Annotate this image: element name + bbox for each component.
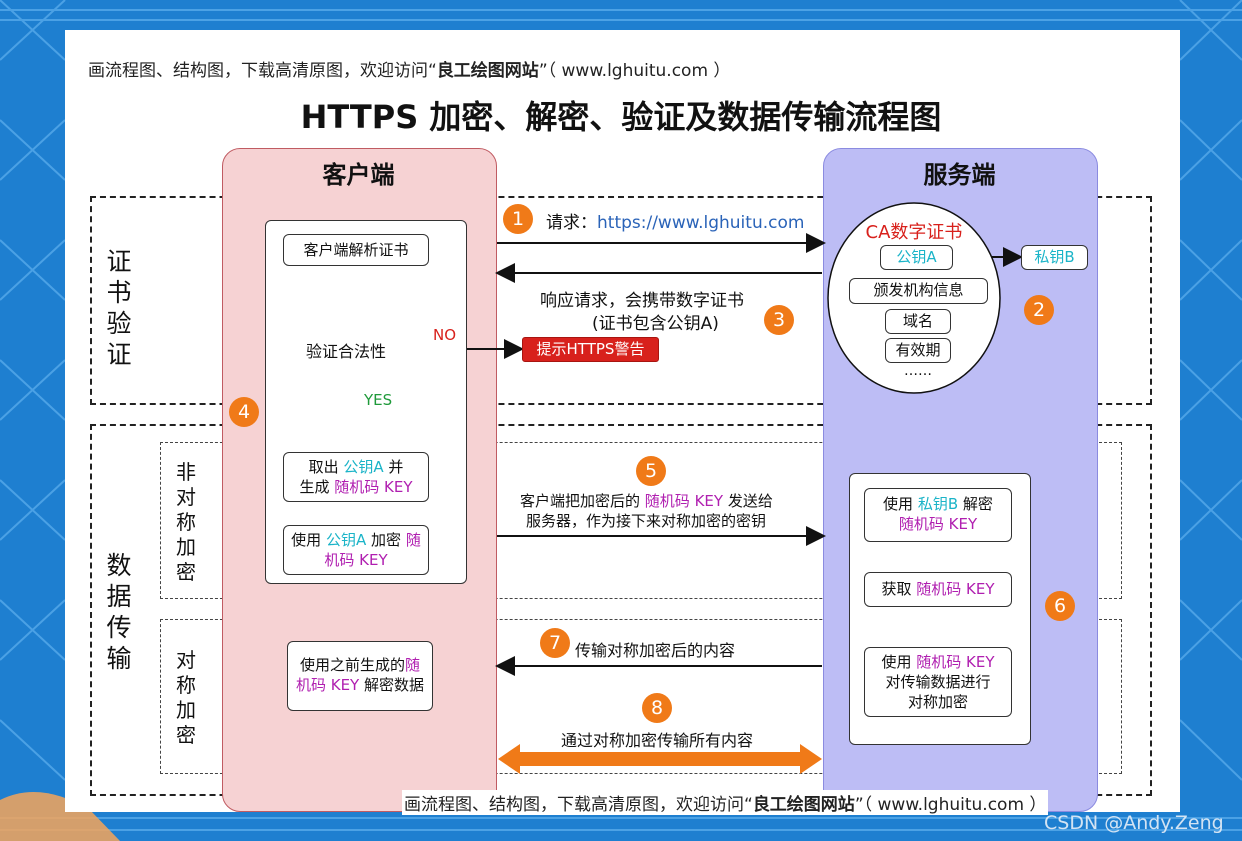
response-label-2: (证书包含公钥A) (592, 314, 719, 334)
private-key-b-box: 私钥B (1021, 245, 1088, 270)
asymmetric-label: 非对称加密 (176, 460, 196, 584)
request-label: 请求：https://www.lghuitu.com (546, 213, 805, 233)
response-label-1: 响应请求，会携带数字证书 (540, 291, 744, 311)
step-2-badge: 2 (1024, 295, 1054, 325)
issuer-box: 颁发机构信息 (849, 278, 988, 304)
step-8-badge: 8 (642, 693, 672, 723)
encrypt-key-box: 使用 公钥A 加密 随 机码 KEY (283, 525, 429, 575)
symmetric-region (160, 619, 1122, 774)
validate-label: 验证合法性 (306, 342, 387, 361)
server-title: 服务端 (923, 161, 996, 189)
parse-cert-box: 客户端解析证书 (283, 234, 429, 266)
client-asym-panel (265, 220, 467, 584)
step-3-badge: 3 (764, 305, 794, 335)
send-key-label-2: 服务器，作为接下来对称加密的密钥 (526, 512, 767, 530)
cert-verify-region (90, 196, 1152, 405)
server-encrypt-box: 使用 随机码 KEY 对传输数据进行 对称加密 (864, 647, 1012, 717)
all-content-label: 通过对称加密传输所有内容 (561, 731, 754, 750)
transfer-label: 传输对称加密后的内容 (575, 641, 736, 660)
data-transfer-label: 数据传输 (106, 551, 132, 673)
credit-text: CSDN @Andy.Zeng (1044, 812, 1224, 834)
step-7-badge: 7 (540, 628, 570, 658)
step-4-badge: 4 (229, 397, 259, 427)
public-key-a-box: 公钥A (880, 245, 953, 270)
step-5-badge: 5 (636, 456, 666, 486)
no-label: NO (433, 326, 457, 344)
watermark-bottom: 画流程图、结构图，下载高清原图，欢迎访问“良工绘图网站”（ www.lghuit… (402, 790, 1049, 815)
all-content-arrow (498, 744, 822, 774)
send-key-label-1: 客户端把加密后的 随机码 KEY 发送给 (520, 492, 773, 510)
ca-title: CA数字证书 (865, 222, 963, 243)
obtain-key-box: 获取 随机码 KEY (864, 572, 1012, 607)
step-6-badge: 6 (1045, 591, 1075, 621)
asymmetric-region (160, 442, 1122, 599)
domain-box: 域名 (885, 309, 951, 334)
page-title: HTTPS 加密、解密、验证及数据传输流程图 (300, 98, 942, 136)
symmetric-label: 对称加密 (176, 648, 196, 747)
take-key-box: 取出 公钥A 并 生成 随机码 KEY (283, 452, 429, 502)
watermark-top: 画流程图、结构图，下载高清原图，欢迎访问“良工绘图网站”（ www.lghuit… (88, 61, 731, 81)
yes-label: YES (364, 391, 393, 409)
ca-ellipsis: …… (904, 363, 932, 379)
step-1-badge: 1 (503, 204, 533, 234)
https-warning-box: 提示HTTPS警告 (522, 337, 659, 362)
decrypt-key-box: 使用 私钥B 解密 随机码 KEY (864, 488, 1012, 542)
cert-verify-label: 证书验证 (106, 247, 132, 369)
client-decrypt-box: 使用之前生成的随 机码 KEY 解密数据 (287, 641, 433, 711)
validity-box: 有效期 (885, 338, 951, 363)
client-title: 客户端 (322, 161, 395, 189)
